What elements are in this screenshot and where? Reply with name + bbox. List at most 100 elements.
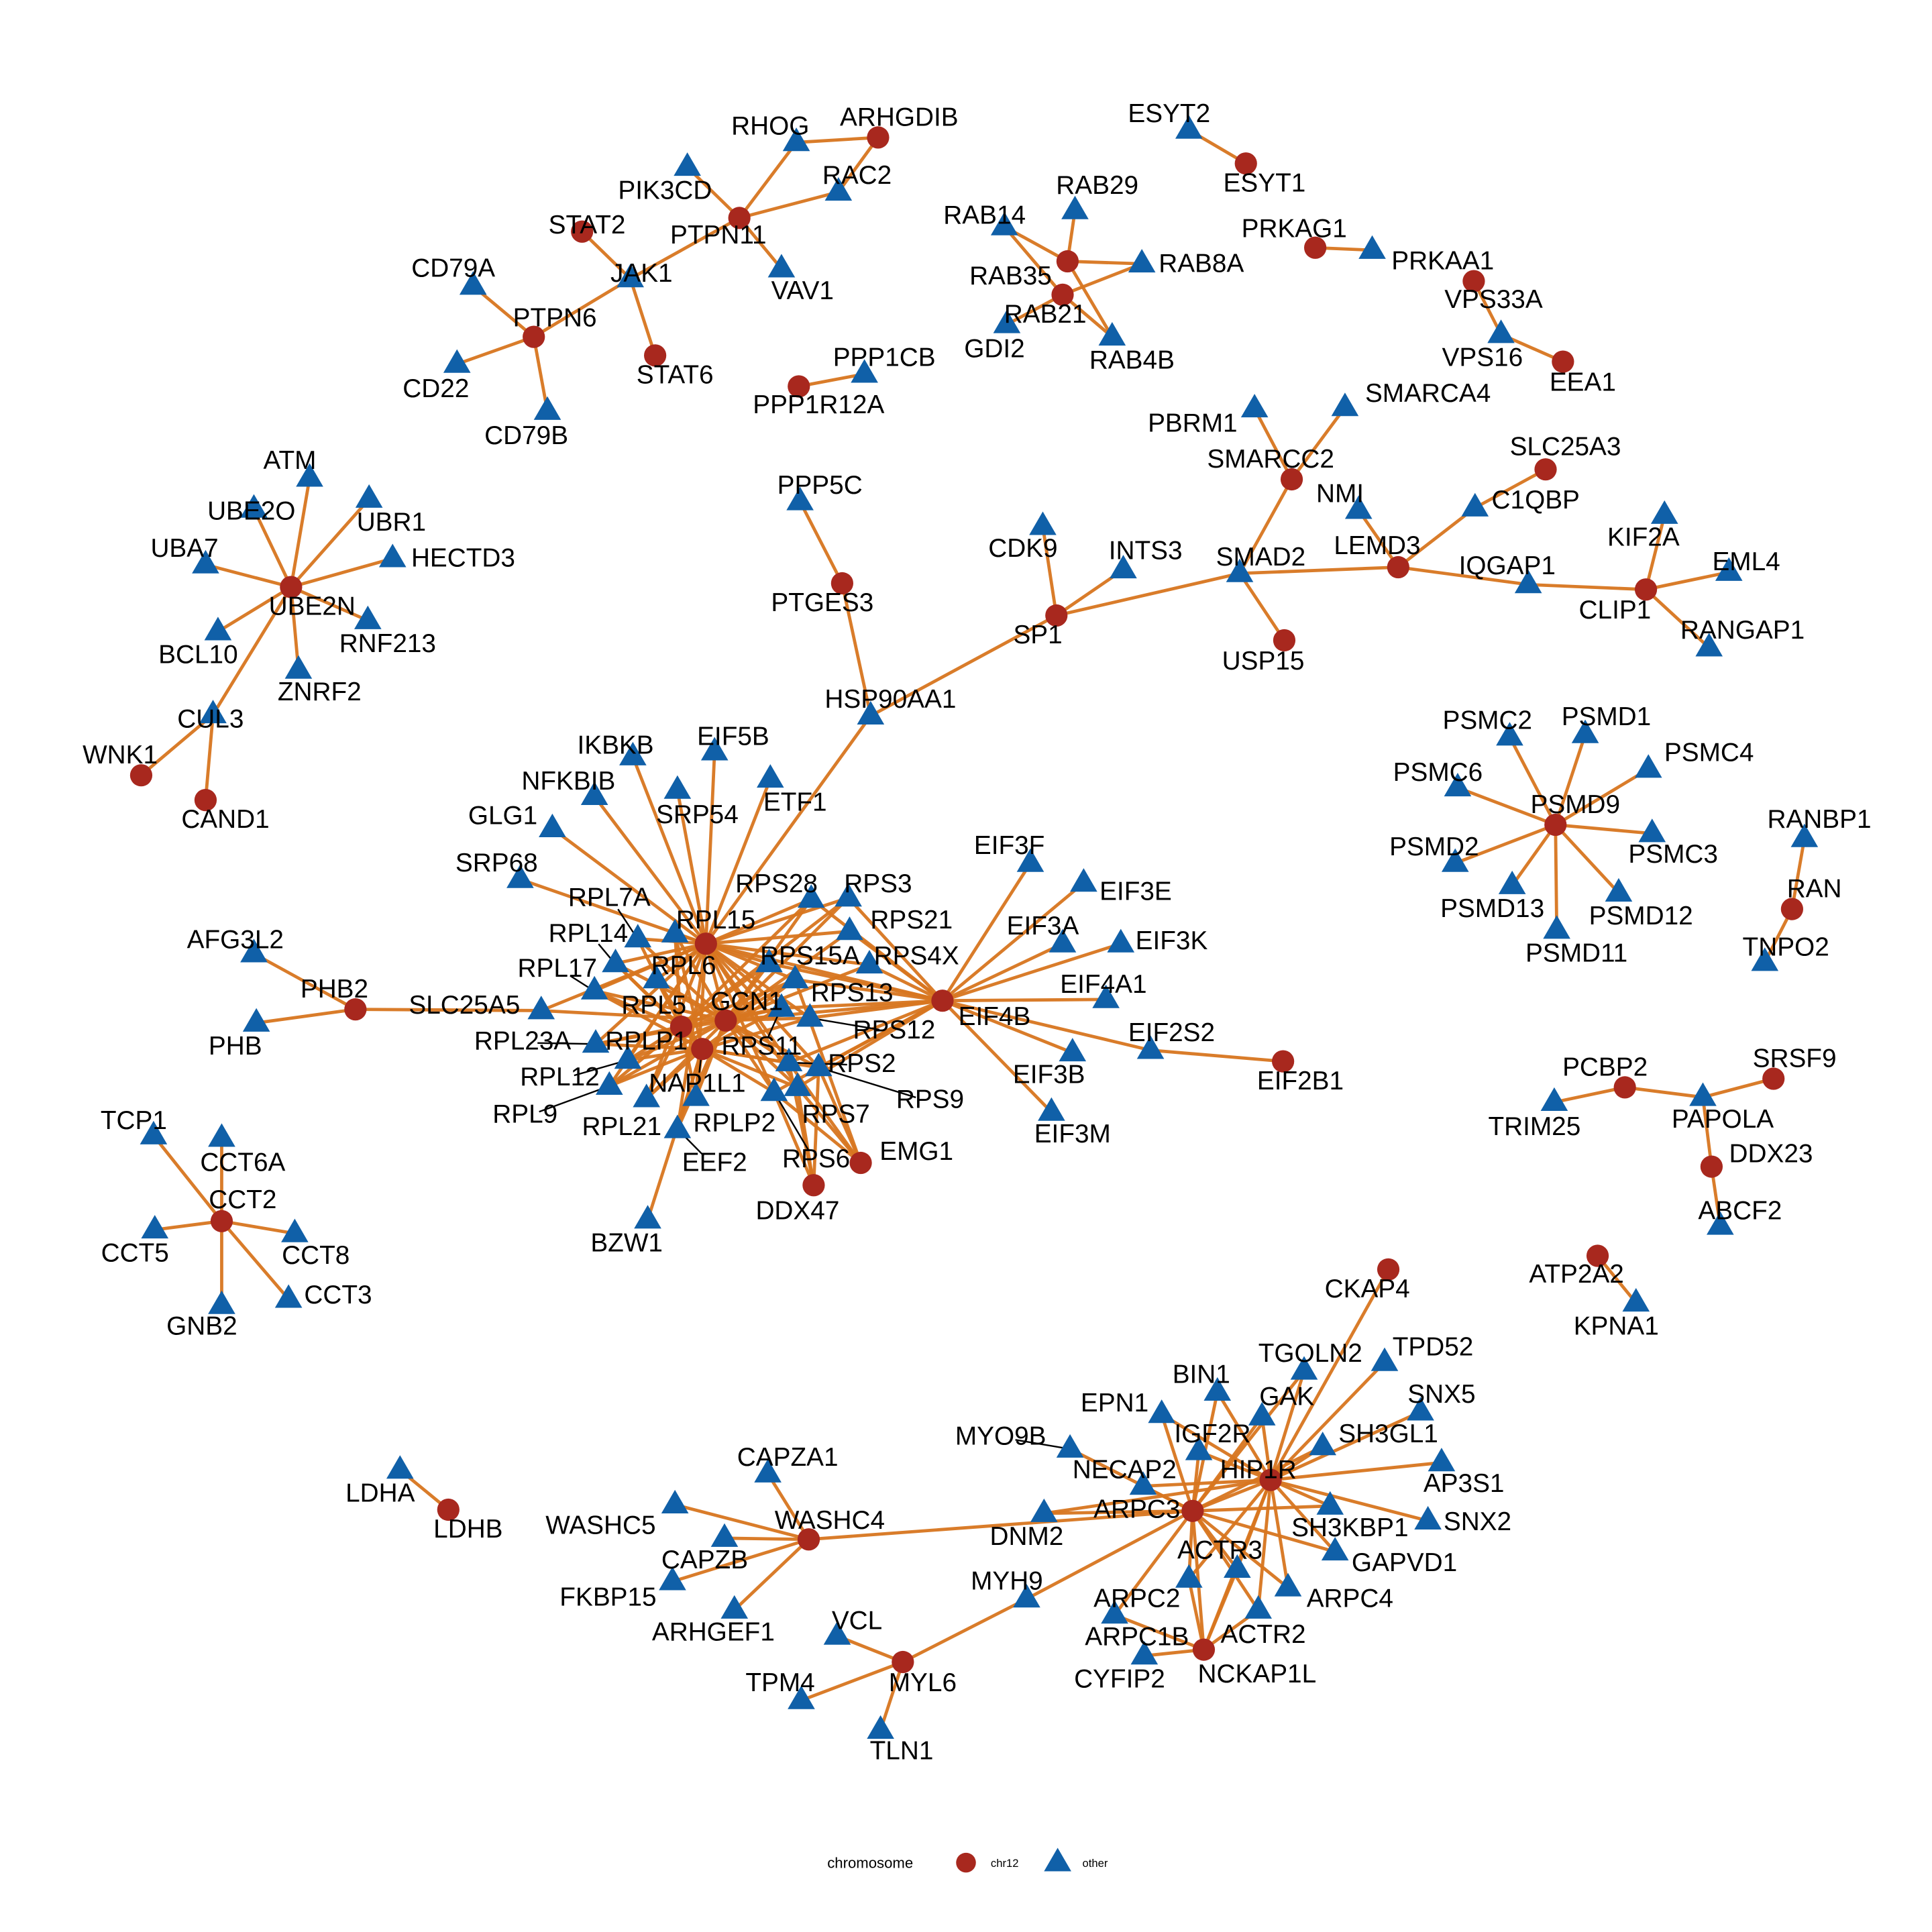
node-cd22-triangle-icon[interactable] <box>443 349 471 373</box>
node-cct5-triangle-icon[interactable] <box>141 1215 169 1239</box>
node-rps11-triangle-icon[interactable] <box>767 993 796 1017</box>
node-stat2-circle-icon[interactable] <box>571 220 594 243</box>
node-gcn1-circle-icon[interactable] <box>714 1009 737 1032</box>
node-cct6a-triangle-icon[interactable] <box>208 1123 235 1147</box>
node-rpl7a-triangle-icon[interactable] <box>624 924 652 948</box>
node-ddx23-circle-icon[interactable] <box>1700 1155 1723 1178</box>
node-ptpn6-circle-icon[interactable] <box>523 325 545 348</box>
node-arhgef1-triangle-icon[interactable] <box>720 1595 749 1619</box>
node-ints3-triangle-icon[interactable] <box>1110 555 1137 579</box>
node-rps13-triangle-icon[interactable] <box>781 965 809 989</box>
node-rps2-triangle-icon[interactable] <box>775 1047 803 1071</box>
node-cct2-circle-icon[interactable] <box>210 1210 233 1232</box>
node-vcl-triangle-icon[interactable] <box>823 1621 851 1645</box>
node-cyfip2-triangle-icon[interactable] <box>1130 1641 1159 1665</box>
node-tcp1-triangle-icon[interactable] <box>140 1120 168 1144</box>
node-smad2-triangle-icon[interactable] <box>1226 558 1254 582</box>
node-rpl6-triangle-icon[interactable] <box>661 918 689 943</box>
node-rps15a-triangle-icon[interactable] <box>755 949 783 973</box>
node-esyt1-circle-icon[interactable] <box>1234 152 1257 175</box>
node-etf1-triangle-icon[interactable] <box>757 764 784 788</box>
node-hip1r-circle-icon[interactable] <box>1259 1468 1282 1491</box>
node-papola-triangle-icon[interactable] <box>1689 1082 1717 1106</box>
node-hsp90aa1-triangle-icon[interactable] <box>857 700 885 724</box>
node-eif4b-circle-icon[interactable] <box>931 989 954 1012</box>
node-myh9-triangle-icon[interactable] <box>1013 1584 1040 1608</box>
node-rpl17-triangle-icon[interactable] <box>580 975 608 1000</box>
node-rab29-triangle-icon[interactable] <box>1061 195 1089 219</box>
node-ran-circle-icon[interactable] <box>1780 898 1803 920</box>
node-psmd9-circle-icon[interactable] <box>1544 813 1567 837</box>
node-trim25-triangle-icon[interactable] <box>1540 1087 1568 1111</box>
node-rab35-circle-icon[interactable] <box>1056 250 1079 273</box>
node-rps7-triangle-icon[interactable] <box>784 1072 812 1096</box>
node-psmd2-triangle-icon[interactable] <box>1441 848 1469 872</box>
node-nfkbib-triangle-icon[interactable] <box>580 781 608 805</box>
node-wnk1-circle-icon[interactable] <box>129 764 153 787</box>
node-rps3-triangle-icon[interactable] <box>835 883 862 907</box>
node-psmc6-triangle-icon[interactable] <box>1444 773 1472 797</box>
node-tgoln2-triangle-icon[interactable] <box>1290 1356 1318 1380</box>
node-snx5-triangle-icon[interactable] <box>1407 1397 1434 1421</box>
node-arpc4-triangle-icon[interactable] <box>1274 1572 1302 1597</box>
node-psmd11-triangle-icon[interactable] <box>1543 915 1570 939</box>
node-rps12-triangle-icon[interactable] <box>796 1003 824 1027</box>
node-atp2a2-circle-icon[interactable] <box>1586 1244 1609 1267</box>
node-ppp1r12a-circle-icon[interactable] <box>788 375 810 398</box>
node-vps16-triangle-icon[interactable] <box>1487 319 1515 343</box>
node-pik3cd-triangle-icon[interactable] <box>674 152 701 176</box>
node-ube2n-circle-icon[interactable] <box>280 576 303 598</box>
node-rplp2-triangle-icon[interactable] <box>682 1082 710 1106</box>
node-pbrm1-triangle-icon[interactable] <box>1240 394 1269 418</box>
node-rangap1-triangle-icon[interactable] <box>1695 633 1723 657</box>
node-sh3gl1-triangle-icon[interactable] <box>1309 1432 1336 1456</box>
node-rpl23a-triangle-icon[interactable] <box>582 1029 610 1053</box>
node-rhog-triangle-icon[interactable] <box>782 127 810 152</box>
node-c1qbp-triangle-icon[interactable] <box>1461 492 1489 517</box>
node-smarcc2-circle-icon[interactable] <box>1280 468 1303 491</box>
node-atm-triangle-icon[interactable] <box>296 463 323 487</box>
node-emg1-circle-icon[interactable] <box>849 1151 872 1175</box>
node-actr2-triangle-icon[interactable] <box>1244 1595 1272 1619</box>
node-bin1-triangle-icon[interactable] <box>1203 1377 1232 1401</box>
node-rac2-triangle-icon[interactable] <box>824 177 853 201</box>
node-eif3b-triangle-icon[interactable] <box>1059 1038 1087 1062</box>
node-washc4-circle-icon[interactable] <box>797 1528 820 1551</box>
node-nmi-triangle-icon[interactable] <box>1344 495 1373 519</box>
node-rplp1-circle-icon[interactable] <box>669 1015 692 1038</box>
node-abcf2-triangle-icon[interactable] <box>1707 1211 1734 1235</box>
node-rps21-triangle-icon[interactable] <box>836 916 863 941</box>
node-srsf9-circle-icon[interactable] <box>1762 1067 1785 1090</box>
node-eif2s2-triangle-icon[interactable] <box>1136 1035 1165 1059</box>
node-tln1-triangle-icon[interactable] <box>867 1715 894 1739</box>
node-ppp1cb-triangle-icon[interactable] <box>851 359 878 383</box>
node-prkag1-circle-icon[interactable] <box>1304 236 1327 259</box>
node-arpc1b-triangle-icon[interactable] <box>1101 1600 1128 1624</box>
node-ddx47-circle-icon[interactable] <box>802 1174 825 1197</box>
node-usp15-circle-icon[interactable] <box>1273 629 1296 652</box>
node-sh3kbp1-triangle-icon[interactable] <box>1316 1491 1344 1515</box>
node-rpl14-triangle-icon[interactable] <box>602 949 629 973</box>
node-eif4a1-triangle-icon[interactable] <box>1092 984 1120 1008</box>
node-myo9b-triangle-icon[interactable] <box>1056 1434 1084 1458</box>
node-rpl15-circle-icon[interactable] <box>694 932 717 955</box>
node-eef2-triangle-icon[interactable] <box>663 1114 692 1138</box>
node-rpl9-triangle-icon[interactable] <box>596 1071 623 1095</box>
node-rab8a-triangle-icon[interactable] <box>1128 249 1156 273</box>
node-ptpn11-circle-icon[interactable] <box>728 207 751 229</box>
node-ldhb-circle-icon[interactable] <box>437 1498 460 1521</box>
node-arhgdib-circle-icon[interactable] <box>867 126 890 149</box>
node-capzb-triangle-icon[interactable] <box>710 1523 739 1547</box>
node-psmc3-triangle-icon[interactable] <box>1638 818 1666 843</box>
node-vav1-triangle-icon[interactable] <box>767 254 796 278</box>
node-bcl10-triangle-icon[interactable] <box>204 616 232 641</box>
node-rps28-triangle-icon[interactable] <box>797 884 825 908</box>
node-sp1-circle-icon[interactable] <box>1045 604 1068 627</box>
node-cd79a-triangle-icon[interactable] <box>459 271 487 295</box>
node-jak1-triangle-icon[interactable] <box>616 264 644 288</box>
node-cul3-triangle-icon[interactable] <box>199 700 227 724</box>
node-slc25a5-triangle-icon[interactable] <box>527 996 555 1020</box>
node-znrf2-triangle-icon[interactable] <box>284 655 313 679</box>
node-iqgap1-triangle-icon[interactable] <box>1514 570 1542 594</box>
node-rpl12-triangle-icon[interactable] <box>614 1045 642 1069</box>
